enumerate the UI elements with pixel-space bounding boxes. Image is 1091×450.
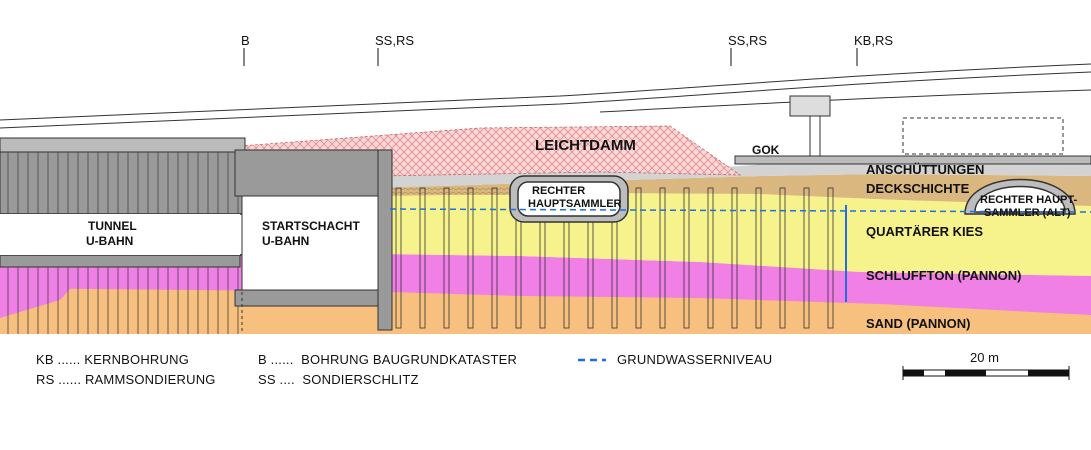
startschacht-structure xyxy=(234,149,393,334)
scale-bar xyxy=(902,366,1070,380)
pile xyxy=(755,187,762,329)
grundwasser-line xyxy=(389,208,1091,213)
road-deck xyxy=(0,63,1091,165)
rechter-hauptsammler xyxy=(509,175,629,223)
legend-rs: RS ...... RAMMSONDIERUNG xyxy=(36,372,216,387)
pile xyxy=(635,187,642,329)
gok-label: GOK xyxy=(752,143,780,157)
layer-label-schluffton: SCHLUFFTON (PANNON) xyxy=(866,268,1022,283)
rechter-alt-label-2: SAMMLER (ALT) xyxy=(984,207,1071,219)
left-pink-lens xyxy=(0,268,90,318)
scale-label: 20 m xyxy=(970,350,999,365)
rechter-hauptsammler-alt xyxy=(964,178,1076,215)
legend-kb: KB ...... KERNBOHRUNG xyxy=(36,352,190,367)
pile xyxy=(731,187,738,329)
marker-label: SS,RS xyxy=(375,33,414,48)
rechter-alt-label-1: RECHTER HAUPT- xyxy=(980,194,1078,206)
startschacht-label-1: STARTSCHACHT xyxy=(262,219,360,233)
marker-label: B xyxy=(241,33,250,48)
pile xyxy=(443,187,450,329)
pile-wall xyxy=(395,187,834,329)
marker-label: SS,RS xyxy=(728,33,767,48)
layer-label-anschuettungen: ANSCHÜTTUNGEN xyxy=(866,162,984,177)
pile xyxy=(683,187,690,329)
deckschichte-layer xyxy=(380,174,1091,206)
pile xyxy=(659,187,666,329)
tunnel-structure xyxy=(0,137,246,268)
tunnel-label-2: U-BAHN xyxy=(86,234,133,248)
rechter-label-2: HAUPTSAMMLER xyxy=(528,198,622,210)
deckschichte-gravel xyxy=(392,186,512,195)
pile xyxy=(803,187,810,329)
startschacht-label-2: U-BAHN xyxy=(262,234,309,248)
legend-gw: GRUNDWASSERNIVEAU xyxy=(617,352,773,367)
pile xyxy=(395,187,402,329)
rechter-label-1: RECHTER xyxy=(532,185,585,197)
pile xyxy=(491,187,498,329)
pile xyxy=(779,187,786,329)
layer-label-sand: SAND (PANNON) xyxy=(866,316,970,331)
pile xyxy=(419,187,426,329)
layer-label-kies: QUARTÄRER KIES xyxy=(866,224,983,239)
layer-label-deckschichte: DECKSCHICHTE xyxy=(866,181,970,196)
tunnel-label-1: TUNNEL xyxy=(88,219,137,233)
markers: B SS,RS SS,RS KB,RS xyxy=(241,33,893,66)
tunnel-opening xyxy=(0,214,240,255)
tunnel-lower-ribs xyxy=(7,267,239,334)
pile xyxy=(707,187,714,329)
pile xyxy=(467,187,474,329)
marker-label: KB,RS xyxy=(854,33,893,48)
legend-b: B ...... BOHRUNG BAUGRUNDKATASTER xyxy=(258,352,518,367)
legend-ss: SS .... SONDIERSCHLITZ xyxy=(258,372,419,387)
pile xyxy=(827,187,834,329)
leichtdamm-label: LEICHTDAMM xyxy=(535,137,636,154)
